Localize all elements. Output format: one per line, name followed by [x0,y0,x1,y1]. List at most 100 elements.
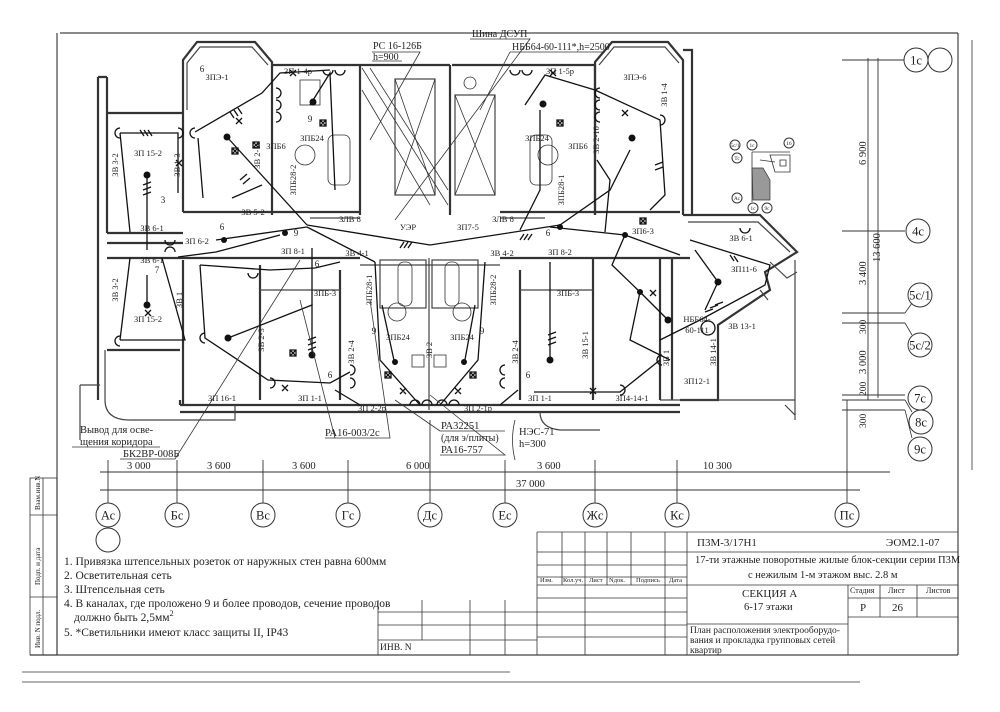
room-circuit-label: ЗВ 2 [424,342,434,358]
room-circuit-label: 9 [294,228,299,238]
room-circuit-label: 3 [161,195,166,205]
vertical-dimensions: 6 900 13 600 3 400 300 3 000 200 300 [842,58,905,428]
note-4: 4. В каналах, где проложено 9 и более пр… [64,598,391,610]
dim-total: 37 000 [516,479,545,490]
ra16-757-label: РА16-757 [441,445,483,456]
rev-header-ndok: Nдок. [609,577,626,584]
room-circuit-label: ЗПБ6 [568,141,588,151]
bus-label: Шина ДСУП [472,29,527,40]
key-plan-axis-label: 1с [750,143,756,149]
axis-marker-label: Гс [342,509,355,523]
axis-marker-label: Пс [840,509,855,523]
room-circuit-label: ЗП 16-1 [208,393,236,403]
building-walls [79,40,799,440]
rs-panel-height: h=900 [373,52,399,63]
stamp-replace-inv: Взам.инв.N [34,476,42,510]
axis-marker-label: Дс [423,509,438,523]
key-plan-axis-label: Тс [734,156,740,162]
dim-2: 3 600 [207,461,231,472]
project-code: П3М-3/17Н1 [697,537,757,549]
room-circuit-label: ЗПБ-3 [314,288,336,298]
sheets-header: Листов [926,586,951,595]
room-circuit-label: ЗПБ24 [450,332,475,342]
room-circuit-label: ЗПБ24 [525,133,550,143]
room-circuit-label: ЗПБ28-1 [556,175,566,206]
room-circuit-label: ЗВ 1 [661,350,671,366]
room-circuit-label: ЗВ 3-2 [110,278,120,301]
note-1: 1. Привязка штепсельных розеток от наруж… [64,556,387,568]
stamp-sign-date: Подп. и дата [34,547,42,585]
callouts: РС 16-126Б h=900 Шина ДСУП НББ64-60-111*… [72,29,610,461]
note-4-cont-text: должно быть 2,5мм [74,612,170,624]
title-block [377,531,958,655]
axis-leaders [904,302,913,439]
key-plan-axis-circle [729,139,741,151]
room-circuit-label: ЗЛВ 8 [492,214,514,224]
axis-marker-label: Кс [670,509,684,523]
room-circuit-label: ЗПБ24 [386,332,411,342]
ra16-003-label: РА16-003/2с [325,428,380,439]
room-circuit-label: 9 [480,326,485,336]
nes-label: НЭС-71 [519,427,555,438]
ra32251-note: (для э/плиты) [441,433,499,444]
title-line-2: с нежилым 1-м этажом выс. 2.8 м [748,570,898,581]
title-line-1: 17-ти этажные поворотные жилые блок-секц… [695,555,961,566]
room-circuit-label: ЗВ 5-2 [241,207,264,217]
room-circuit-label: ЗП 15-2 [134,314,162,324]
dim-5: 3 600 [537,461,561,472]
axis-marker-circle [95,502,121,528]
room-circuit-label: ЗВ 4-1 [345,248,368,258]
room-circuit-label: ЗВ 14-1 [708,338,718,366]
inventory-label: ИНВ. N [380,643,412,653]
axis-marker-label: 1с [910,54,922,68]
sheet-frame [22,32,973,683]
room-circuit-label: 9 [308,114,313,124]
key-plan-axis-circle [746,139,758,151]
note-socket: 3. Штепсельная сеть [64,584,165,596]
bk-label: БК2ВР-008Б [123,449,179,460]
key-plan-axis-circle [747,202,759,214]
key-plan-axis-label: 16 [786,141,792,147]
room-circuit-label: ЗВ 1-4 [659,83,669,107]
stage-header: Стадия [850,586,875,595]
section-name: СЕКЦИЯ А [742,588,798,600]
axis-marker-circle [834,502,860,528]
room-circuit-label: ЗПБ28-1 [364,275,374,306]
axis-marker-label: 5с/2 [909,339,931,353]
rev-header-izm: Изм. [540,577,553,584]
room-circuit-label: ЗВ 6-1 [140,223,163,233]
room-circuit-label: ЗВ 3-2 [110,153,120,176]
sheet-number: 26 [892,602,903,614]
dim-4: 6 000 [406,461,430,472]
room-circuit-label: ЗП 2-1р [464,403,492,413]
socket-symbols [114,69,751,406]
key-plan-axis-label: 1с [751,206,757,212]
room-circuit-label: 6 [526,370,531,380]
room-circuit-label: ЗП12-1 [684,376,710,386]
note-4-cont: должно быть 2,5мм2 [74,609,174,624]
axis-marker-circle [907,436,933,462]
key-plan-axis-circle [731,152,743,164]
room-circuit-label: ЗП 1-5р [546,66,574,76]
room-circuit-label: 60-111 [685,325,708,335]
axis-marker-label: 4с [912,225,924,239]
drawing-name-1: План расположения электрооборудо- [690,626,840,636]
drawing-name-3: квартир [690,646,722,656]
stamp-inv-number: Инв. N подл. [34,609,42,648]
room-circuit-label: ЗП 2-2р [358,403,386,413]
rev-header-list: Лист [589,577,603,584]
axis-marker-double-circle [927,47,953,73]
room-circuit-label: ЗПБ6 [266,141,286,151]
rev-header-date: Дата [669,577,682,584]
axis-marker-circle [908,409,934,435]
room-circuit-label: 6 [546,228,551,238]
room-circuit-label: ЗП 1-1 [298,393,322,403]
vdim-3000: 3 000 [858,350,869,374]
key-plan-axis-label: Ас [734,196,741,202]
corridor-output-label-2: щения коридора [80,437,153,448]
axis-marker-circle [664,502,690,528]
axis-marker-circle [905,218,931,244]
